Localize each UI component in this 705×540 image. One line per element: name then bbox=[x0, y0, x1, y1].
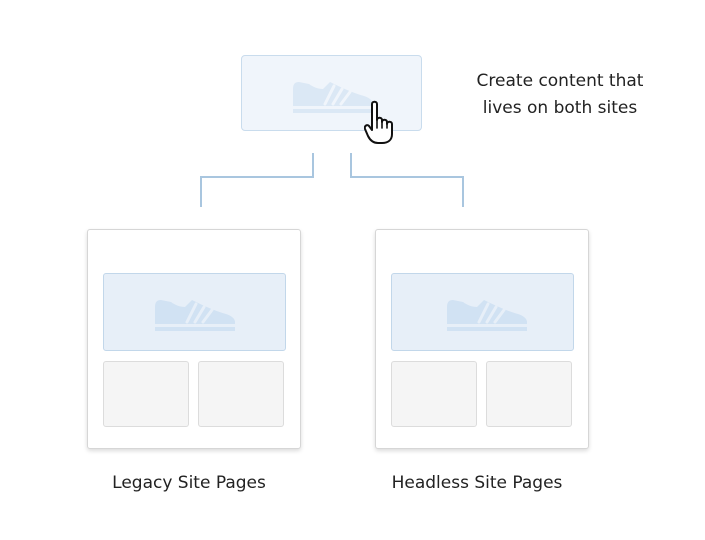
page-tile-right bbox=[486, 361, 572, 427]
page-tile-left bbox=[103, 361, 189, 427]
page-hero-block bbox=[391, 273, 574, 351]
sneaker-icon bbox=[447, 300, 527, 331]
page-tile-right bbox=[198, 361, 284, 427]
legacy-site-caption: Legacy Site Pages bbox=[112, 473, 266, 493]
sneaker-icon bbox=[155, 300, 235, 331]
pointing-hand-cursor-icon bbox=[364, 100, 393, 144]
sneaker-icon bbox=[293, 82, 373, 113]
legacy-site-page[interactable] bbox=[87, 229, 301, 449]
page-hero-block bbox=[103, 273, 286, 351]
page-tile-left bbox=[391, 361, 477, 427]
headless-site-page[interactable] bbox=[375, 229, 589, 449]
content-note: Create content that lives on both sites bbox=[476, 71, 644, 118]
headless-site-caption: Headless Site Pages bbox=[391, 473, 563, 493]
shared-content-card[interactable] bbox=[241, 55, 422, 131]
